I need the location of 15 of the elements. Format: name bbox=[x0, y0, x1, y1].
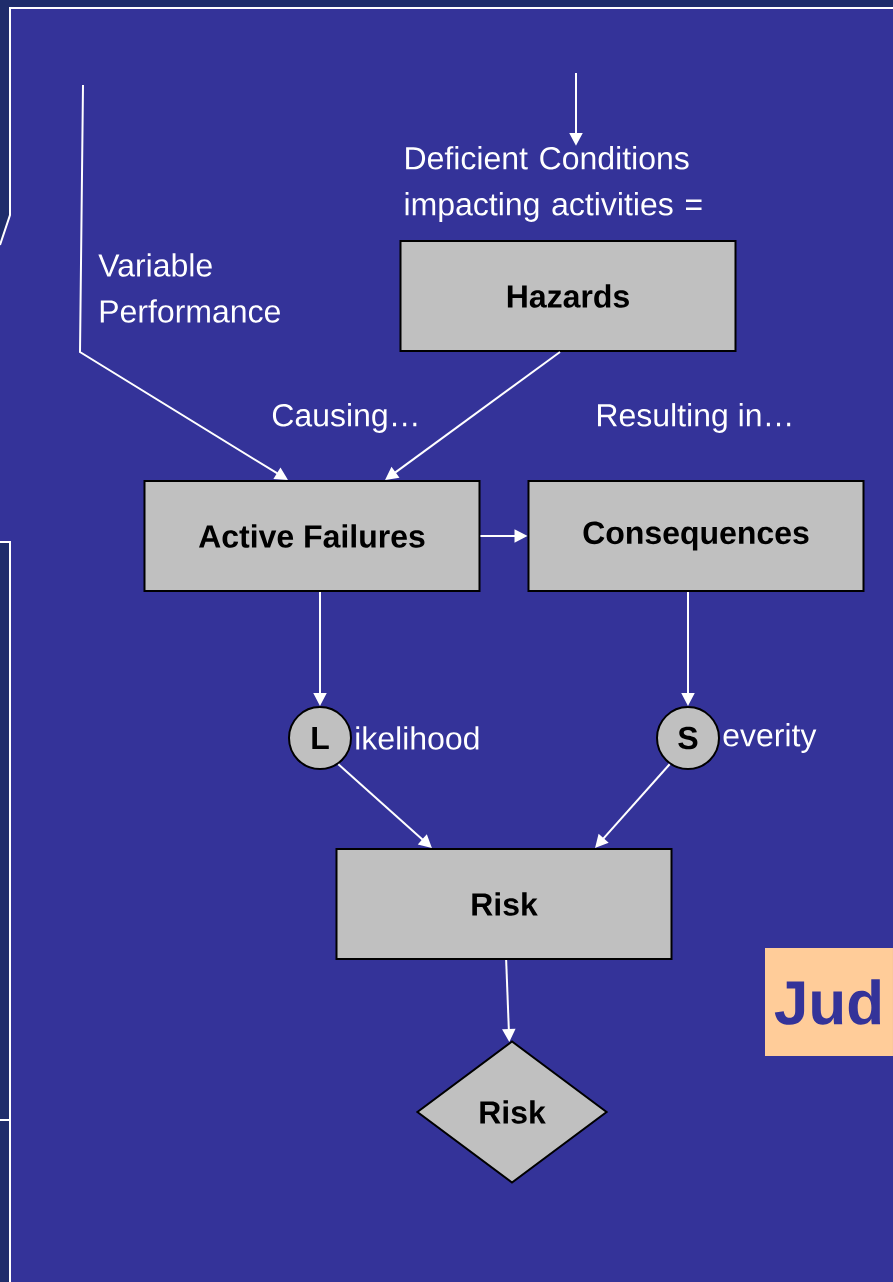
edge-label: Variable Performance bbox=[98, 253, 280, 323]
circle-caption: ikelihood bbox=[356, 726, 479, 750]
judgement-box: Jud bbox=[765, 948, 893, 1056]
process-box: Risk bbox=[335, 848, 673, 960]
process-box: Active Failures bbox=[143, 480, 481, 592]
flow-label: Causing… bbox=[272, 403, 417, 433]
condition-text: Deficient Conditions impacting activities = bbox=[405, 146, 702, 222]
arrow bbox=[595, 763, 671, 848]
arrow bbox=[79, 84, 288, 480]
arrow bbox=[337, 763, 432, 848]
process-box: Hazards bbox=[399, 240, 737, 352]
flow-label: Resulting in… bbox=[598, 403, 791, 433]
arrow bbox=[385, 351, 561, 480]
circle-caption: everity bbox=[723, 723, 817, 753]
process-box: Consequences bbox=[527, 480, 865, 592]
